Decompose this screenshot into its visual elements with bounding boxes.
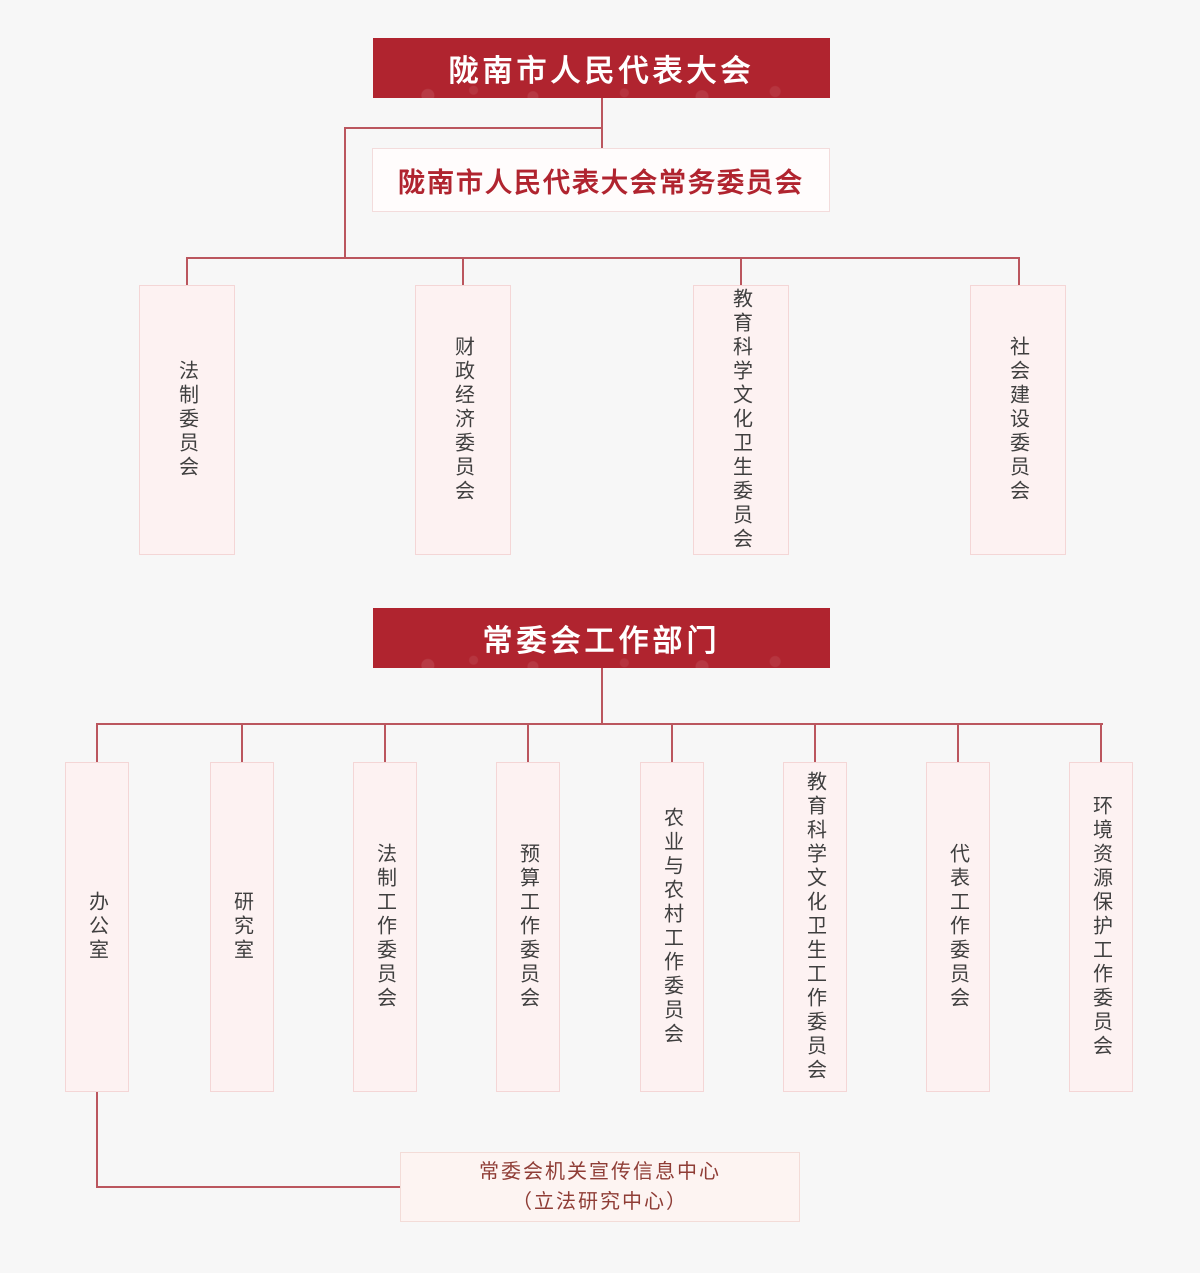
connector-line (527, 723, 529, 762)
connector-line (740, 257, 742, 285)
dept-label: 办公室 (85, 891, 108, 963)
connector-line (186, 257, 1020, 259)
dept-label: 法制工作委员会 (373, 843, 396, 1011)
committee-label: 法制委员会 (175, 360, 198, 480)
dept-box-research-office: 研究室 (210, 762, 274, 1092)
connector-line (96, 723, 1103, 725)
dept-box-deputies-work: 代表工作委员会 (926, 762, 990, 1092)
dept-label: 农业与农村工作委员会 (660, 807, 683, 1047)
dept-label: 教育科学文化卫生工作委员会 (803, 771, 826, 1083)
connector-line (96, 723, 98, 762)
info-center-line2: （立法研究中心） (512, 1191, 688, 1213)
connector-line (671, 723, 673, 762)
connector-line (1100, 723, 1102, 762)
connector-line (344, 127, 603, 129)
dept-banner-working-departments: 常委会工作部门 (373, 608, 830, 668)
committee-label: 社会建设委员会 (1006, 336, 1029, 504)
dept-label: 环境资源保护工作委员会 (1089, 795, 1112, 1059)
dept-box-edu-sci-culture-health-work: 教育科学文化卫生工作委员会 (783, 762, 847, 1092)
committee-box-finance-economy: 财政经济委员会 (415, 285, 511, 555)
committee-box-social-development: 社会建设委员会 (970, 285, 1066, 555)
standing-committee-box: 陇南市人民代表大会常务委员会 (372, 148, 830, 212)
connector-line (96, 1092, 98, 1188)
dept-box-agriculture-rural-work: 农业与农村工作委员会 (640, 762, 704, 1092)
connector-line (96, 1186, 400, 1188)
dept-box-legal-work: 法制工作委员会 (353, 762, 417, 1092)
info-center-line1: 常委会机关宣传信息中心 (479, 1161, 721, 1183)
connector-line (601, 668, 603, 725)
dept-box-budget-work: 预算工作委员会 (496, 762, 560, 1092)
connector-line (344, 127, 346, 259)
dept-box-environment-resources-work: 环境资源保护工作委员会 (1069, 762, 1133, 1092)
dept-label: 代表工作委员会 (946, 843, 969, 1011)
connector-line (384, 723, 386, 762)
dept-label: 研究室 (230, 891, 253, 963)
dept-box-general-office: 办公室 (65, 762, 129, 1092)
connector-line (186, 257, 188, 285)
committee-label: 教育科学文化卫生委员会 (729, 288, 752, 552)
connector-line (1018, 257, 1020, 285)
connector-line (814, 723, 816, 762)
connector-line (241, 723, 243, 762)
top-banner-peoples-congress: 陇南市人民代表大会 (373, 38, 830, 98)
connector-line (601, 98, 603, 148)
connector-line (957, 723, 959, 762)
info-center-box: 常委会机关宣传信息中心 （立法研究中心） (400, 1152, 800, 1222)
committee-label: 财政经济委员会 (451, 336, 474, 504)
connector-line (462, 257, 464, 285)
committee-box-edu-sci-culture-health: 教育科学文化卫生委员会 (693, 285, 789, 555)
dept-label: 预算工作委员会 (516, 843, 539, 1011)
committee-box-legal: 法制委员会 (139, 285, 235, 555)
